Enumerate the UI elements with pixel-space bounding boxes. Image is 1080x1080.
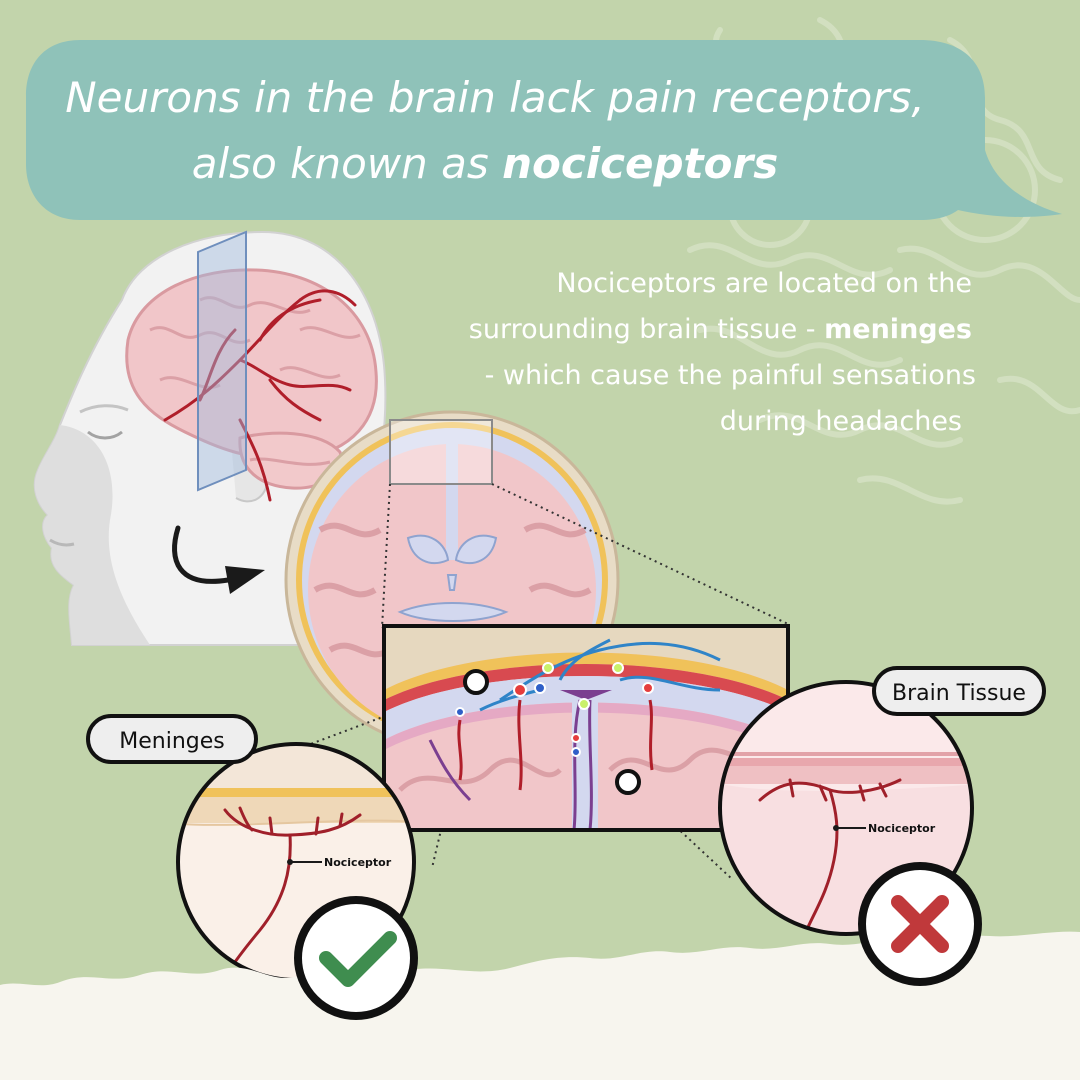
brain-tissue-marker bbox=[615, 769, 641, 795]
headline-line-1: Neurons in the brain lack pain receptors… bbox=[65, 73, 924, 122]
eyebrow bbox=[79, 404, 129, 414]
speech-bubble bbox=[26, 40, 1062, 220]
description-keyword: meninges bbox=[824, 314, 972, 345]
meninges-label: Meninges bbox=[119, 729, 224, 754]
lips bbox=[49, 538, 75, 547]
check-icon bbox=[294, 896, 418, 1020]
headline-keyword: nociceptors bbox=[502, 139, 778, 188]
brain-in-head bbox=[125, 268, 378, 502]
description-line-1: Nociceptors are located on the bbox=[556, 268, 972, 299]
description-line-2: surrounding brain tissue - meninges bbox=[469, 314, 972, 345]
description-line-4: during headaches bbox=[720, 406, 962, 437]
zoom-selection-box bbox=[389, 419, 493, 485]
slice-plane bbox=[197, 230, 247, 492]
brain-tissue-label: Brain Tissue bbox=[892, 681, 1026, 706]
curved-arrow-icon bbox=[172, 525, 265, 594]
eye bbox=[87, 430, 123, 440]
cross-icon bbox=[858, 862, 982, 986]
torn-paper-edge bbox=[0, 931, 1080, 1080]
head-shading bbox=[34, 425, 150, 645]
receptor-dots bbox=[455, 662, 654, 757]
description-line-2-prefix: surrounding brain tissue - bbox=[469, 314, 824, 345]
description-block: Nociceptors are located on the surroundi… bbox=[469, 268, 976, 437]
headline-line-2-prefix: also known as bbox=[192, 139, 502, 188]
nociceptor-label-right: Nociceptor bbox=[868, 822, 936, 835]
headline-line-2: also known as nociceptors bbox=[192, 139, 778, 188]
nociceptor-label-left: Nociceptor bbox=[324, 856, 392, 869]
description-line-3: - which cause the painful sensations bbox=[485, 360, 976, 391]
meninges-marker bbox=[463, 669, 489, 695]
brain-tissue-label-pill: Brain Tissue bbox=[872, 666, 1046, 716]
meninges-label-pill: Meninges bbox=[86, 714, 258, 764]
